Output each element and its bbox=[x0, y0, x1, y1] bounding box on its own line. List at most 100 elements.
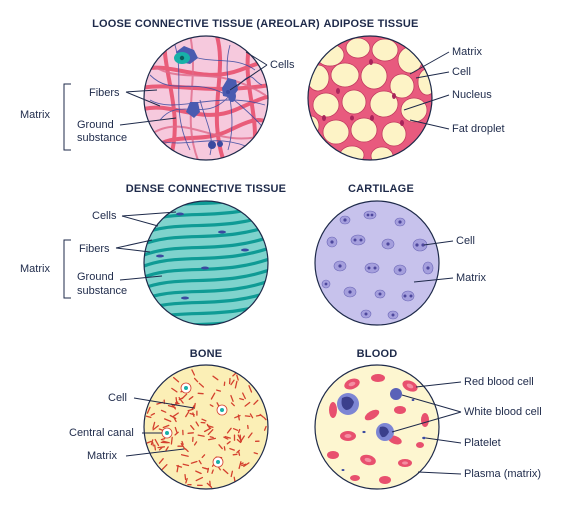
dense-fibers-label: Fibers bbox=[79, 243, 110, 255]
bone-lacuna-mark bbox=[232, 453, 238, 456]
bone-lacuna-mark bbox=[207, 437, 217, 441]
loose-matrix-bracket bbox=[63, 83, 71, 151]
bone-lacuna-mark bbox=[255, 414, 261, 417]
loose-ground-label-line2: substance bbox=[77, 132, 127, 144]
dense-matrix-bracket bbox=[63, 239, 71, 299]
bone-lacuna-mark bbox=[162, 440, 170, 444]
bone-lacuna-mark bbox=[187, 432, 194, 434]
bone-lacuna-mark bbox=[230, 394, 234, 402]
loose-matrix-label: Matrix bbox=[20, 109, 50, 121]
bone-lacuna-mark bbox=[237, 434, 243, 442]
dense-ground-label-line1: Ground bbox=[77, 271, 114, 283]
bone-lacuna-mark bbox=[188, 396, 194, 400]
bone-lacuna-mark bbox=[244, 415, 251, 418]
bone-lacuna-mark bbox=[217, 466, 221, 471]
bone-lacuna-mark bbox=[263, 416, 267, 421]
bone-lacuna-mark bbox=[191, 369, 196, 376]
dense-tissue-circle bbox=[143, 200, 269, 326]
blood-platelet-label: Platelet bbox=[464, 437, 501, 449]
bone-lacuna-mark bbox=[146, 440, 152, 444]
bone-lacuna-mark bbox=[174, 431, 179, 436]
bone-lacuna-mark bbox=[174, 426, 178, 433]
blood-red-cell-label: Red blood cell bbox=[464, 376, 534, 388]
bone-lacuna-mark bbox=[230, 402, 235, 407]
loose-ground-label-line1: Ground bbox=[77, 119, 114, 131]
bone-lacuna-mark bbox=[229, 447, 235, 451]
bone-lacuna-mark bbox=[237, 450, 241, 456]
bone-lacuna-mark bbox=[190, 460, 198, 464]
bone-lacuna-mark bbox=[160, 437, 166, 441]
bone-lacuna-mark bbox=[238, 461, 242, 470]
bone-lacuna-mark bbox=[201, 418, 207, 422]
bone-lacuna-mark bbox=[233, 476, 236, 482]
blood-plasma-label: Plasma (matrix) bbox=[464, 468, 541, 480]
bone-lacuna-mark bbox=[184, 473, 187, 481]
dense-ground-label-line2: substance bbox=[77, 285, 127, 297]
blood-white-cell-label: White blood cell bbox=[464, 406, 542, 418]
bone-lacuna-mark bbox=[198, 459, 202, 465]
bone-lacuna-mark bbox=[212, 375, 219, 381]
bone-lacuna-mark bbox=[178, 396, 184, 404]
bone-lacuna-mark bbox=[167, 404, 176, 409]
adipose-tissue-title: ADIPOSE TISSUE bbox=[323, 18, 418, 30]
bone-lacuna-mark bbox=[185, 477, 188, 484]
bone-lacuna-mark bbox=[158, 458, 164, 464]
bone-lacuna-mark bbox=[230, 470, 234, 478]
bone-lacuna-mark bbox=[157, 446, 166, 449]
bone-lacuna-mark bbox=[175, 397, 178, 405]
bone-lacuna-mark bbox=[232, 428, 239, 431]
bone-lacuna-mark bbox=[234, 414, 241, 419]
bone-lacuna-mark bbox=[152, 425, 159, 431]
bone-central-canal-label: Central canal bbox=[69, 427, 134, 439]
bone-lacuna-mark bbox=[209, 404, 214, 407]
bone-lacuna-mark bbox=[263, 425, 267, 431]
bone-lacuna-mark bbox=[247, 432, 253, 439]
bone-lacuna-mark bbox=[234, 380, 238, 389]
bone-lacuna-mark bbox=[259, 413, 264, 418]
dense-tissue-title: DENSE CONNECTIVE TISSUE bbox=[126, 183, 286, 195]
blood-title: BLOOD bbox=[357, 348, 398, 360]
bone-lacuna-mark bbox=[146, 406, 151, 414]
bone-lacuna-mark bbox=[241, 463, 247, 467]
cartilage-title: CARTILAGE bbox=[348, 183, 414, 195]
bone-lacuna-mark bbox=[154, 444, 157, 451]
bone-lacuna-mark bbox=[204, 467, 209, 470]
bone-lacuna-mark bbox=[163, 418, 172, 423]
bone-lacuna-mark bbox=[211, 469, 214, 474]
bone-lacuna-mark bbox=[165, 446, 169, 452]
dense-cells-label: Cells bbox=[92, 210, 117, 222]
bone-lacuna-mark bbox=[209, 436, 214, 439]
bone-lacuna-mark bbox=[240, 435, 245, 442]
bone-lacuna-mark bbox=[195, 421, 200, 427]
bone-cell-label: Cell bbox=[108, 392, 127, 404]
cartilage-cell-label: Cell bbox=[456, 235, 475, 247]
bone-lacuna-mark bbox=[243, 462, 250, 468]
bone-lacuna-mark bbox=[161, 464, 168, 471]
bone-lacuna-mark bbox=[152, 441, 154, 447]
bone-lacuna-mark bbox=[207, 429, 214, 436]
bone-lacuna-mark bbox=[226, 441, 231, 445]
bone-lacuna-mark bbox=[193, 377, 199, 383]
bone-lacuna-mark bbox=[236, 449, 241, 454]
bone-lacuna-mark bbox=[190, 424, 195, 431]
bone-lacuna-mark bbox=[223, 436, 229, 440]
adipose-fat-droplet-label: Fat droplet bbox=[452, 123, 505, 135]
bone-lacuna-mark bbox=[195, 470, 202, 475]
bone-lacuna-mark bbox=[222, 468, 229, 475]
bone-lacuna-mark bbox=[206, 482, 213, 489]
bone-lacuna-mark bbox=[172, 412, 179, 418]
bone-lacuna-mark bbox=[253, 399, 259, 405]
loose-fibers-label: Fibers bbox=[89, 87, 120, 99]
bone-lacuna-mark bbox=[198, 382, 205, 388]
loose-tissue-circle bbox=[143, 35, 269, 161]
bone-lacuna-mark bbox=[249, 413, 254, 419]
bone-lacuna-mark bbox=[197, 434, 205, 437]
bone-lacuna-mark bbox=[162, 424, 170, 429]
bone-circle bbox=[143, 364, 269, 490]
bone-lacuna-mark bbox=[184, 448, 189, 453]
bone-lacuna-mark bbox=[158, 428, 164, 432]
bone-lacuna-mark bbox=[236, 374, 239, 381]
bone-lacuna-mark bbox=[158, 446, 163, 451]
